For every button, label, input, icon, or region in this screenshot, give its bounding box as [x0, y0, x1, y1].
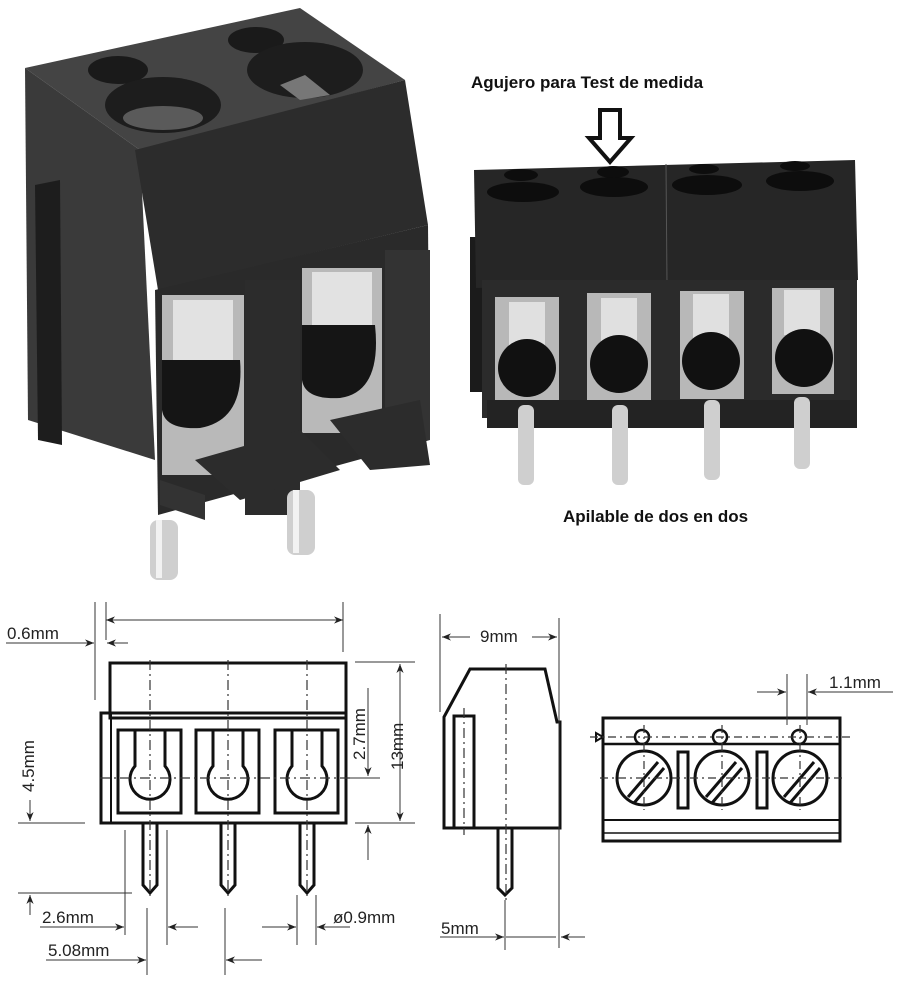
top-view-drawing: [590, 716, 850, 843]
photo-single-terminal-block: [25, 8, 430, 580]
test-hole: [597, 166, 629, 178]
pin: [704, 400, 720, 480]
wire-hole: [672, 175, 742, 195]
wire-hole: [766, 171, 834, 191]
block-front-face: [135, 80, 428, 290]
pin: [612, 405, 628, 485]
arrow-down-icon: [584, 108, 636, 166]
pin: [794, 397, 810, 469]
terminal-opening: [162, 295, 244, 475]
terminal-opening: [772, 288, 834, 394]
dim-label-test-hole: 1.1mm: [829, 673, 881, 692]
caption-stackable: Apilable de dos en dos: [563, 507, 749, 526]
front-view-dimensions: [6, 602, 415, 975]
top-view-dimensions: [757, 674, 893, 725]
front-view-drawing: [99, 660, 350, 900]
dim-label-height-screw: 2.7mm: [350, 708, 369, 760]
terminal-opening: [495, 297, 559, 405]
test-hole: [504, 169, 538, 181]
terminal-opening: [302, 268, 382, 433]
caption-test-hole: Agujero para Test de medida: [471, 73, 704, 92]
screw-hole: [247, 42, 363, 98]
test-hole: [780, 161, 810, 171]
terminal-opening: [587, 293, 651, 401]
side-view-dimensions: [439, 614, 585, 950]
dim-label-pin-diameter: ø0.9mm: [333, 908, 396, 927]
test-hole: [689, 164, 719, 174]
dim-label-pin-offset: 2.6mm: [42, 908, 94, 927]
wire-hole: [487, 182, 559, 202]
photo-stacked-terminal-blocks: [470, 108, 858, 485]
wire-hole: [228, 27, 284, 53]
wire-hole: [580, 177, 648, 197]
dim-label-pin-length: 4.5mm: [19, 740, 38, 792]
wire-hole: [88, 56, 148, 84]
pin: [518, 405, 534, 485]
dim-label-pitch: 5.08mm: [48, 941, 110, 960]
dim-label-pin-position: 5mm: [441, 919, 479, 938]
dim-label-depth: 9mm: [478, 627, 520, 646]
terminal-opening: [680, 291, 744, 399]
dim-label-offset: 0.6mm: [7, 624, 59, 643]
dim-label-height-total: 13mm: [388, 722, 407, 770]
side-view-drawing: [442, 664, 562, 900]
